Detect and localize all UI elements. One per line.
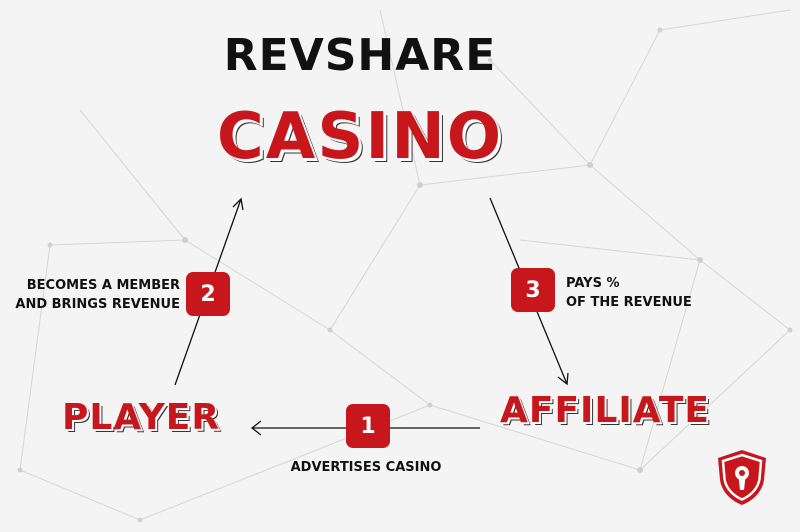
step-2-label: BECOMES A MEMBER AND BRINGS REVENUE <box>4 276 180 314</box>
shield-keyhole-icon <box>718 450 766 505</box>
node-player: PLAYER <box>62 397 221 438</box>
step-2-badge: 2 <box>186 272 230 316</box>
step-2-label-line1: BECOMES A MEMBER <box>26 278 180 293</box>
step-2-label-line2: AND BRINGS REVENUE <box>15 297 180 312</box>
node-affiliate: AFFILIATE <box>500 390 710 431</box>
step-3-label-line1: PAYS % <box>566 276 620 291</box>
step-3-label: PAYS % OF THE REVENUE <box>566 274 692 312</box>
step-3-badge: 3 <box>511 268 555 312</box>
title-revshare: REVSHARE <box>223 30 497 81</box>
title-casino: CASINO <box>216 100 504 174</box>
step-1-badge: 1 <box>346 404 390 448</box>
step-1-label: ADVERTISES CASINO <box>290 460 442 475</box>
step-3-label-line2: OF THE REVENUE <box>566 295 692 310</box>
